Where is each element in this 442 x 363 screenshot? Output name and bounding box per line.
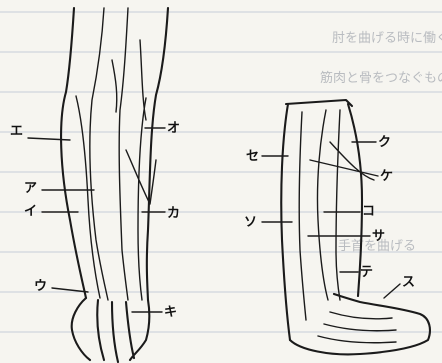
label-o: オ	[167, 121, 180, 136]
label-ka: カ	[167, 206, 180, 221]
forearm-tendon-1	[112, 60, 117, 112]
label-ko: コ	[362, 204, 375, 219]
label-i: イ	[24, 204, 37, 219]
knee-top-line	[286, 100, 352, 106]
foot-tendons	[318, 312, 396, 343]
lower-leg-drawing	[281, 100, 430, 354]
leg-muscle-line-3	[336, 110, 340, 300]
hand-outline	[72, 298, 150, 362]
label-se: セ	[246, 149, 259, 164]
label-ki: キ	[164, 305, 177, 320]
leader-u	[52, 288, 88, 292]
label-ke: ケ	[380, 169, 393, 184]
leg-muscle-line-2	[317, 110, 328, 300]
leg-muscle-line-4	[330, 142, 374, 180]
leader-su	[384, 284, 400, 298]
ruled-lines	[0, 12, 442, 332]
leader-ke	[310, 160, 378, 176]
show-through-line-2: 筋肉と骨をつなぐもの	[320, 70, 442, 86]
forearm-drawing	[61, 8, 168, 362]
leg-muscle-line-1	[299, 112, 306, 320]
foot-outline	[290, 294, 430, 354]
label-su: ス	[402, 275, 415, 290]
label-u: ウ	[34, 279, 47, 294]
label-ku: ク	[378, 135, 391, 150]
label-te: テ	[360, 265, 373, 280]
label-e: エ	[10, 124, 23, 139]
label-sa: サ	[372, 229, 385, 244]
show-through-line-1: 肘を曲げる時に働く筋肉	[332, 30, 442, 46]
label-a: ア	[24, 181, 37, 196]
leader-e	[28, 138, 70, 140]
label-so: ソ	[244, 215, 257, 230]
